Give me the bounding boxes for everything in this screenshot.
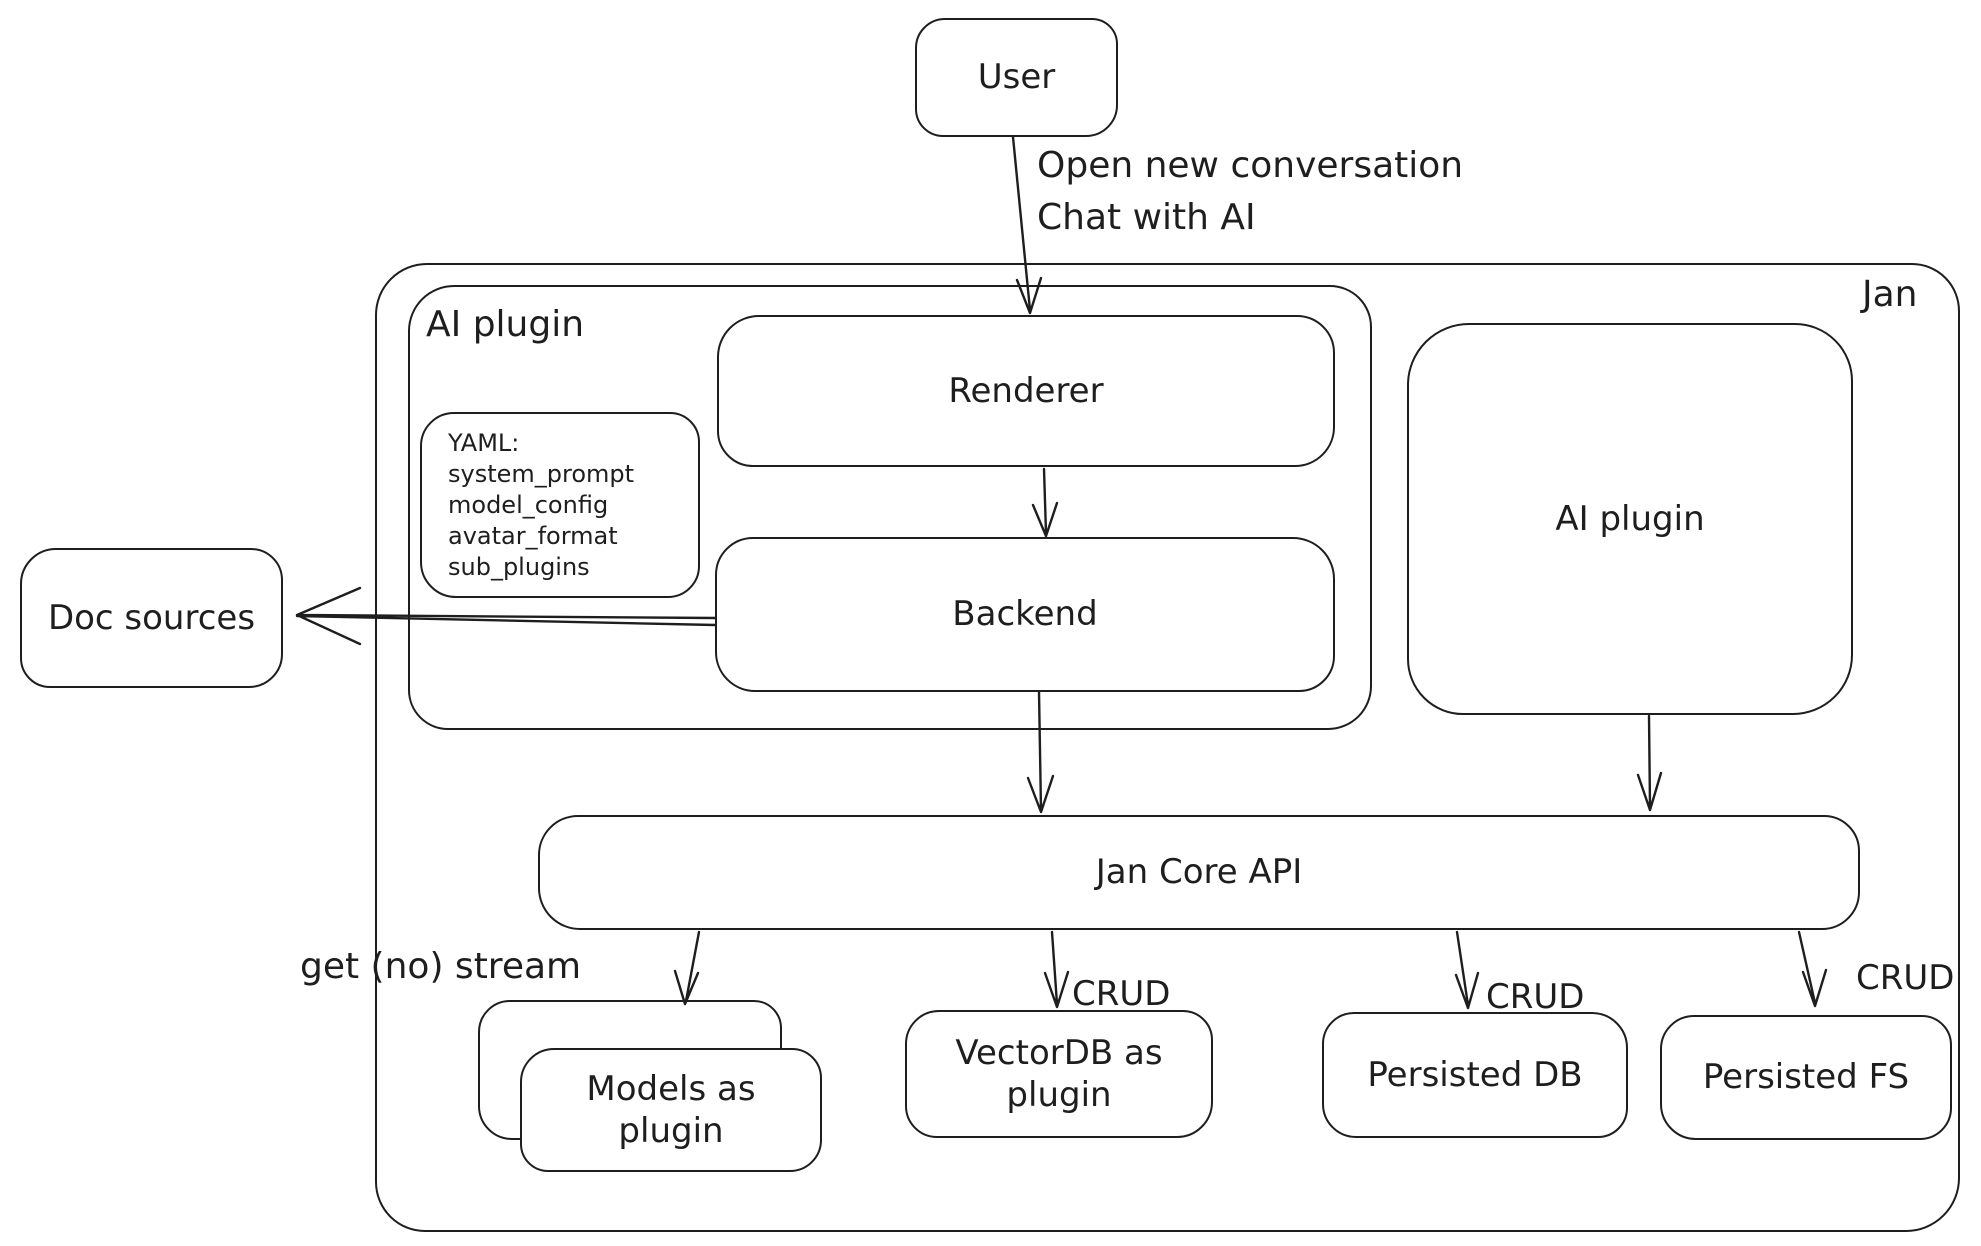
- node-user-label: User: [977, 57, 1056, 98]
- node-vectordb-plugin: VectorDB as plugin: [905, 1010, 1213, 1138]
- yaml-line-sub-plugins: sub_plugins: [448, 553, 590, 581]
- node-persisted-fs: Persisted FS: [1660, 1015, 1952, 1140]
- yaml-line-system-prompt: system_prompt: [448, 460, 635, 488]
- node-jan-core-api: Jan Core API: [538, 815, 1860, 930]
- node-renderer-label: Renderer: [948, 370, 1104, 411]
- node-backend-label: Backend: [952, 594, 1098, 635]
- node-persisted-db: Persisted DB: [1322, 1012, 1628, 1138]
- node-user: User: [915, 18, 1118, 137]
- node-models-plugin: Models as plugin: [520, 1048, 822, 1172]
- node-vectordb-plugin-label: VectorDB as plugin: [955, 1032, 1163, 1116]
- container-ai-plugin-left: [408, 285, 1372, 730]
- edge-label-user-line-2: Chat with AI: [1037, 197, 1256, 238]
- edge-label-crud-persisted-db: CRUD: [1486, 977, 1585, 1017]
- edge-label-user-line-1: Open new conversation: [1037, 145, 1464, 186]
- node-ai-plugin-right-label: AI plugin: [1555, 498, 1705, 539]
- container-ai-plugin-left-label: AI plugin: [426, 304, 585, 345]
- node-ai-plugin-right: AI plugin: [1407, 323, 1853, 715]
- yaml-line-title: YAML:: [448, 429, 520, 457]
- yaml-note-lines: YAML: system_prompt model_config avatar_…: [422, 414, 634, 583]
- yaml-line-avatar-format: avatar_format: [448, 522, 618, 550]
- container-jan: [375, 263, 1960, 1232]
- edge-label-get-no-stream: get (no) stream: [300, 946, 582, 987]
- node-jan-core-api-label: Jan Core API: [1095, 852, 1303, 893]
- node-doc-sources: Doc sources: [20, 548, 283, 688]
- edge-label-crud-persisted-fs: CRUD: [1856, 958, 1955, 998]
- node-models-plugin-label: Models as plugin: [586, 1068, 756, 1152]
- node-backend: Backend: [715, 537, 1335, 692]
- node-renderer: Renderer: [717, 315, 1335, 467]
- container-jan-label: Jan: [1862, 274, 1918, 315]
- node-yaml-note: YAML: system_prompt model_config avatar_…: [420, 412, 700, 598]
- edge-label-crud-vectordb: CRUD: [1072, 974, 1171, 1014]
- node-doc-sources-label: Doc sources: [47, 597, 256, 638]
- edge-label-user-to-jan: Open new conversation Chat with AI: [1037, 140, 1463, 244]
- node-persisted-db-label: Persisted DB: [1367, 1054, 1583, 1095]
- yaml-line-model-config: model_config: [448, 491, 609, 519]
- node-persisted-fs-label: Persisted FS: [1702, 1057, 1910, 1098]
